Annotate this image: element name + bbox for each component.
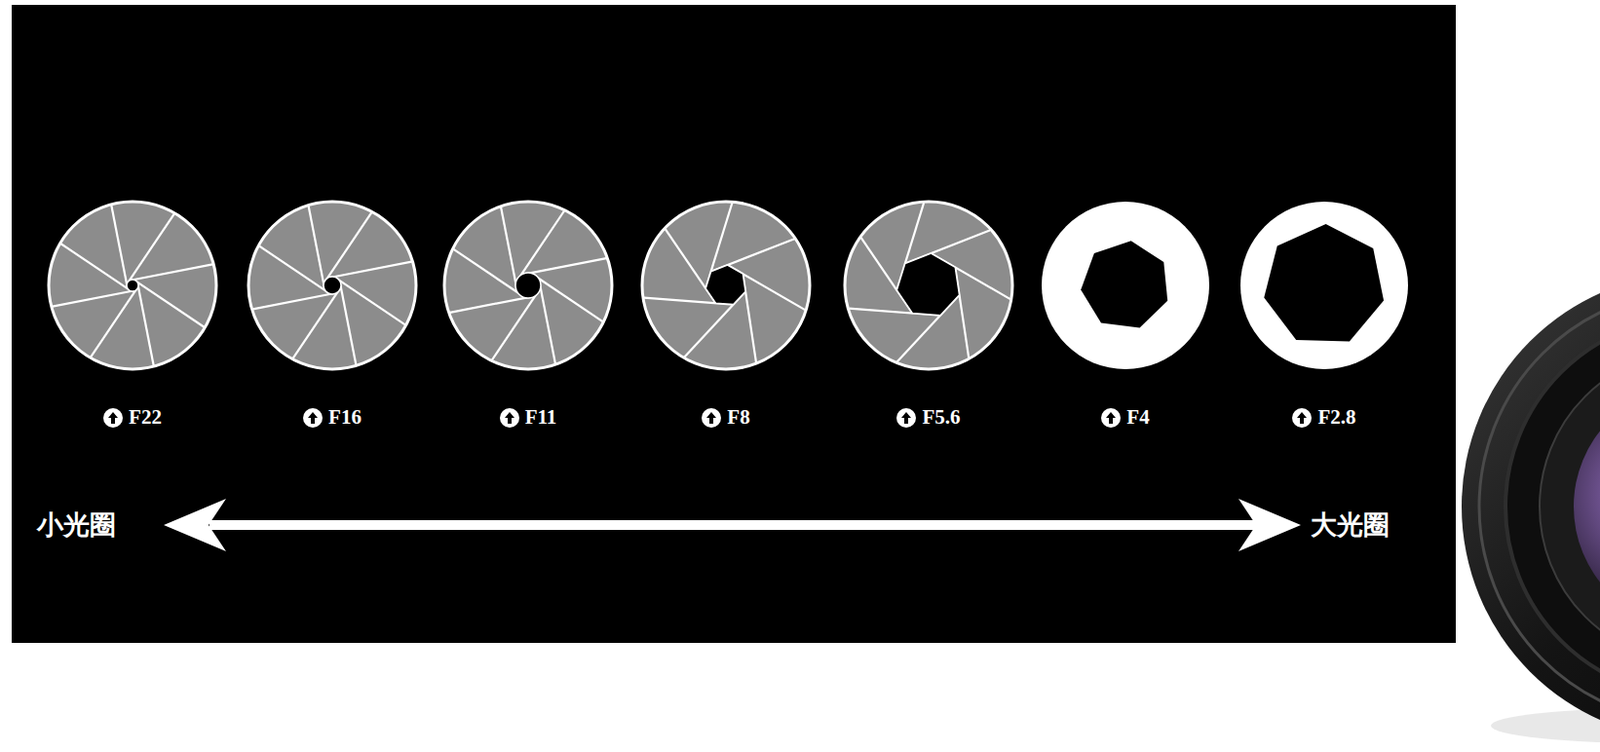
f-number-row: F16: [244, 405, 420, 430]
aperture-shape: [44, 197, 221, 374]
arrow-head: [1238, 498, 1301, 552]
aperture-hole: [705, 265, 746, 305]
blade-edge: [111, 205, 128, 290]
blade-edge: [308, 206, 326, 291]
icon-arrow: [108, 412, 118, 424]
blade-edge: [137, 282, 154, 367]
blade-edge: [52, 290, 137, 307]
blade-edge: [253, 293, 338, 310]
lens-ring: [1479, 290, 1600, 724]
icon-arrow: [1296, 412, 1307, 424]
f-number-row: F22: [44, 405, 221, 430]
f-number: F11: [525, 405, 558, 430]
blade-edge: [293, 287, 342, 359]
aperture-hole: [515, 272, 541, 299]
aperture-hole: [1080, 240, 1168, 328]
blade-edge: [450, 296, 535, 313]
icon-arrow: [504, 412, 515, 424]
aperture-shape: [840, 197, 1017, 374]
blade-edge: [129, 264, 214, 281]
double-arrow: [163, 498, 1301, 552]
blade-edge: [521, 258, 607, 275]
blade-edge: [259, 246, 331, 295]
lens-shadow: [1490, 708, 1600, 744]
blade-edge: [538, 278, 556, 364]
diaphragm-ring: [1041, 201, 1210, 370]
blade-edge: [340, 280, 357, 365]
aperture-hole: [1263, 224, 1384, 342]
aperture-diagram: F4: [1037, 197, 1214, 439]
aperture-diagram: F8: [638, 197, 814, 439]
aperture-diagram: F22: [44, 197, 221, 439]
f-number-row: F5.6: [840, 405, 1017, 430]
f-number-row: F4: [1037, 405, 1214, 430]
up-icon: [303, 408, 323, 428]
lens-ring: [1539, 350, 1600, 663]
aperture-hole: [323, 276, 342, 295]
aperture-shape: [1236, 197, 1412, 374]
icon-arrow: [901, 412, 912, 424]
aperture-end-label: 小光圈: [37, 507, 116, 543]
diaphragm-disc: [642, 201, 810, 370]
f-number-row: F8: [638, 405, 814, 430]
lens-ring: [1505, 316, 1600, 697]
icon-disc: [303, 408, 323, 428]
icon-disc: [103, 408, 123, 428]
up-icon: [1292, 408, 1312, 428]
aperture-hole: [896, 253, 959, 316]
aperture-diagram: F2.8: [1236, 197, 1412, 439]
f-number: F4: [1126, 405, 1149, 430]
aperture-shape: [440, 197, 616, 374]
diaphragm-disc: [444, 201, 612, 370]
blade-edge: [323, 212, 372, 284]
f-number-row: F11: [440, 405, 616, 430]
icon-disc: [1292, 408, 1312, 428]
diaphragm-disc: [844, 201, 1013, 370]
blade-edge: [327, 262, 412, 279]
f-number: F5.6: [921, 405, 960, 430]
diaphragm-disc: [48, 201, 217, 370]
icon-arrow: [1105, 412, 1116, 424]
icon-disc: [701, 408, 722, 428]
f-number: F8: [726, 405, 750, 430]
aperture-shape: [244, 197, 420, 374]
icon-disc: [896, 408, 916, 428]
f-number-row: F2.8: [1236, 405, 1412, 430]
diaphragm-ring: [1240, 201, 1409, 370]
f-number: F16: [328, 405, 362, 430]
up-icon: [103, 408, 123, 428]
aperture-diagram: F5.6: [840, 197, 1017, 439]
f-number: F22: [128, 405, 162, 430]
arrow-head: [163, 498, 227, 552]
aperture-end-label: 大光圈: [1310, 507, 1390, 543]
up-icon: [1101, 408, 1121, 428]
icon-disc: [499, 408, 520, 428]
diaphragm-disc: [248, 201, 417, 370]
icon-arrow: [706, 412, 717, 424]
aperture-shape: [638, 197, 814, 374]
aperture-shape: [1037, 197, 1214, 374]
blade-edge: [334, 276, 406, 325]
lens-glass: [1573, 384, 1600, 629]
icon-disc: [1101, 408, 1121, 428]
up-icon: [499, 408, 520, 428]
camera-lens: [1461, 272, 1600, 744]
icon-arrow: [307, 412, 318, 424]
lens-barrel: [1461, 272, 1600, 741]
arrow-shaft: [209, 520, 1258, 531]
up-icon: [896, 408, 916, 428]
up-icon: [701, 408, 722, 428]
blade-edge: [500, 207, 518, 293]
aperture-hole: [126, 279, 139, 292]
aperture-diagram: F16: [244, 197, 420, 439]
aperture-diagram: F11: [440, 197, 616, 439]
f-number: F2.8: [1317, 405, 1356, 430]
